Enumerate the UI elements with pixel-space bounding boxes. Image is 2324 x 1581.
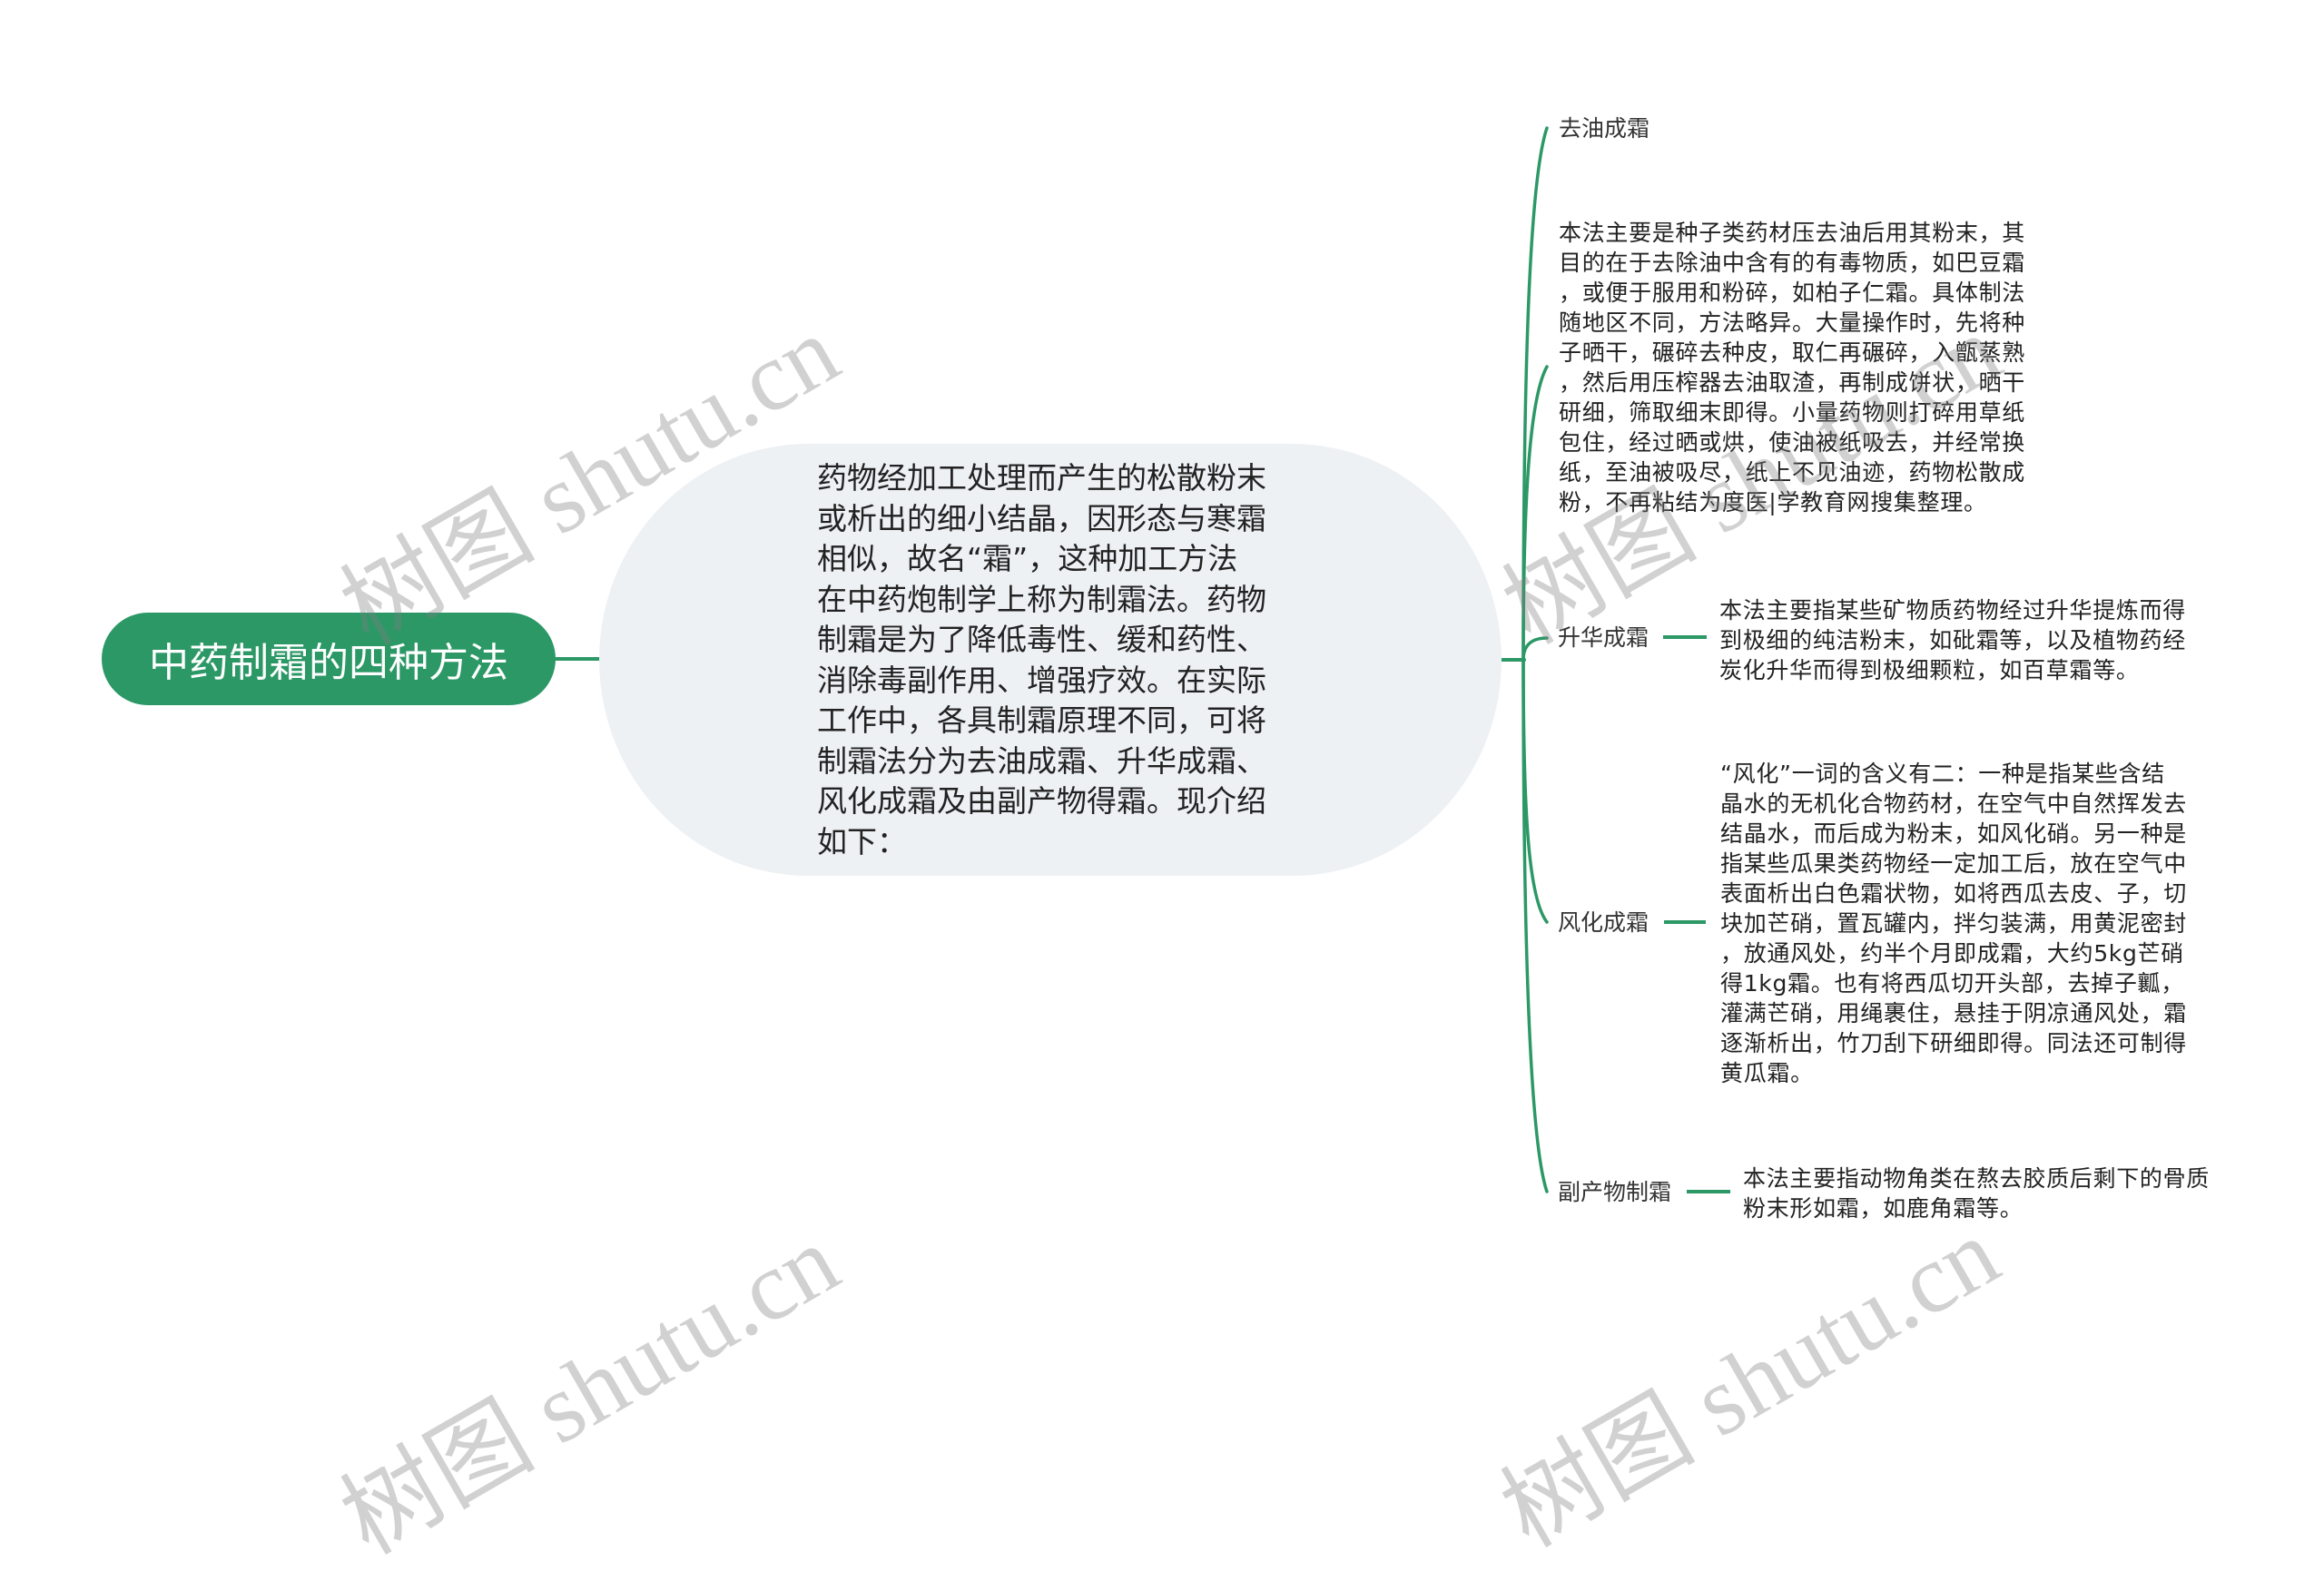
watermark: 树图 shutu.cn (325, 1206, 856, 1576)
branch-sheng-hua-label[interactable]: 升华成霜 (1558, 624, 1649, 651)
branch-qu-you-body[interactable]: 本法主要是种子类药材压去油后用其粉末，其 目的在于去除油中含有的有毒物质，如巴豆… (1559, 220, 2026, 516)
sheng-hua-detail-connector (1663, 635, 1707, 639)
branch-qu-you-label[interactable]: 去油成霜 (1559, 115, 1650, 142)
fu-chan-wu-detail-connector (1687, 1190, 1730, 1193)
feng-hua-detail-connector (1664, 920, 1706, 924)
central-topic-text: 药物经加工处理而产生的松散粉末 或析出的细小结晶，因形态与寒霜 相似，故名“霜”… (817, 460, 1266, 859)
central-topic[interactable]: 药物经加工处理而产生的松散粉末 或析出的细小结晶，因形态与寒霜 相似，故名“霜”… (599, 444, 1502, 876)
branch-fu-chan-wu-label[interactable]: 副产物制霜 (1558, 1179, 1672, 1205)
branch-connector-qu-you-body (1521, 365, 1549, 662)
branch-fu-chan-wu-detail[interactable]: 本法主要指动物角类在熬去胶质后剩下的骨质 粉末形如霜，如鹿角霜等。 (1743, 1165, 2211, 1222)
branch-feng-hua-label[interactable]: 风化成霜 (1558, 909, 1649, 936)
branch-connector-fu-chan-wu (1521, 658, 1549, 1193)
root-topic[interactable]: 中药制霜的四种方法 (102, 613, 556, 705)
root-topic-title: 中药制霜的四种方法 (149, 640, 508, 686)
branch-sheng-hua-detail[interactable]: 本法主要指某些矿物质药物经过升华提炼而得 到极细的纯洁粉末，如砒霜等，以及植物药… (1719, 597, 2187, 683)
branch-connector-feng-hua (1521, 658, 1549, 924)
branch-feng-hua-detail[interactable]: “风化”一词的含义有二：一种是指某些含结 晶水的无机化合物药材，在空气中自然挥发… (1720, 761, 2188, 1086)
branch-connector-qu-you-label (1521, 126, 1549, 662)
watermark: 树图 shutu.cn (1485, 1199, 2016, 1568)
branch-connector-sheng-hua (1521, 636, 1549, 662)
